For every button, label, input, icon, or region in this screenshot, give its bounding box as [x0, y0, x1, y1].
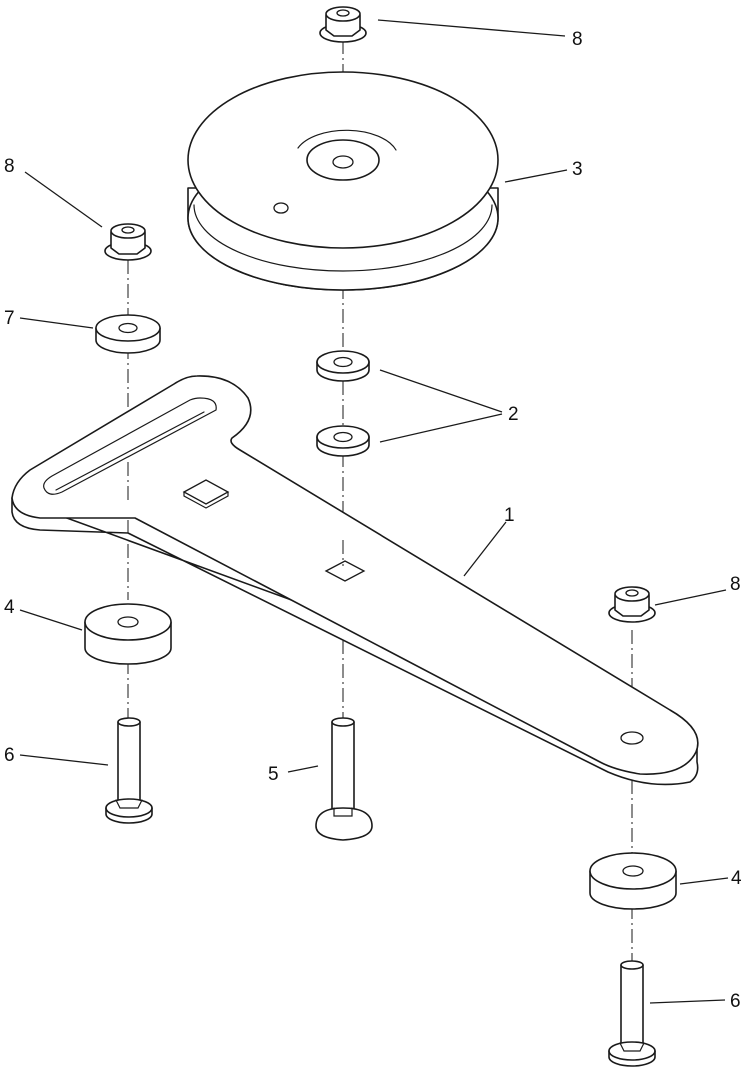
washer-lower [316, 425, 370, 457]
leader-lines [19, 19, 729, 1004]
callout-5: 5 [268, 764, 279, 785]
washer-left [95, 314, 161, 354]
pulley [187, 71, 499, 291]
callout-2: 2 [508, 404, 519, 425]
callout-6-left: 6 [4, 745, 15, 766]
bolt-right [608, 960, 656, 1067]
callout-8-right: 8 [730, 574, 741, 595]
flange-nut-top [319, 6, 367, 43]
flange-nut-left [104, 223, 152, 261]
spacer-left [84, 603, 172, 665]
bolt-left [105, 717, 153, 824]
callout-6-right: 6 [730, 991, 741, 1012]
flange-nut-right [608, 586, 656, 623]
callout-8-top: 8 [572, 29, 583, 50]
callout-7: 7 [4, 308, 15, 329]
callout-3: 3 [572, 159, 583, 180]
callout-8-left: 8 [4, 156, 15, 177]
washer-upper [316, 350, 370, 382]
callout-labels: 8 3 8 7 2 1 8 4 6 5 4 6 [4, 29, 742, 1012]
callout-4-left: 4 [4, 597, 15, 618]
spacer-right [589, 852, 677, 910]
idler-arm [11, 375, 699, 786]
callout-1: 1 [504, 505, 515, 526]
callout-4-right: 4 [731, 868, 742, 889]
carriage-bolt [315, 717, 373, 841]
